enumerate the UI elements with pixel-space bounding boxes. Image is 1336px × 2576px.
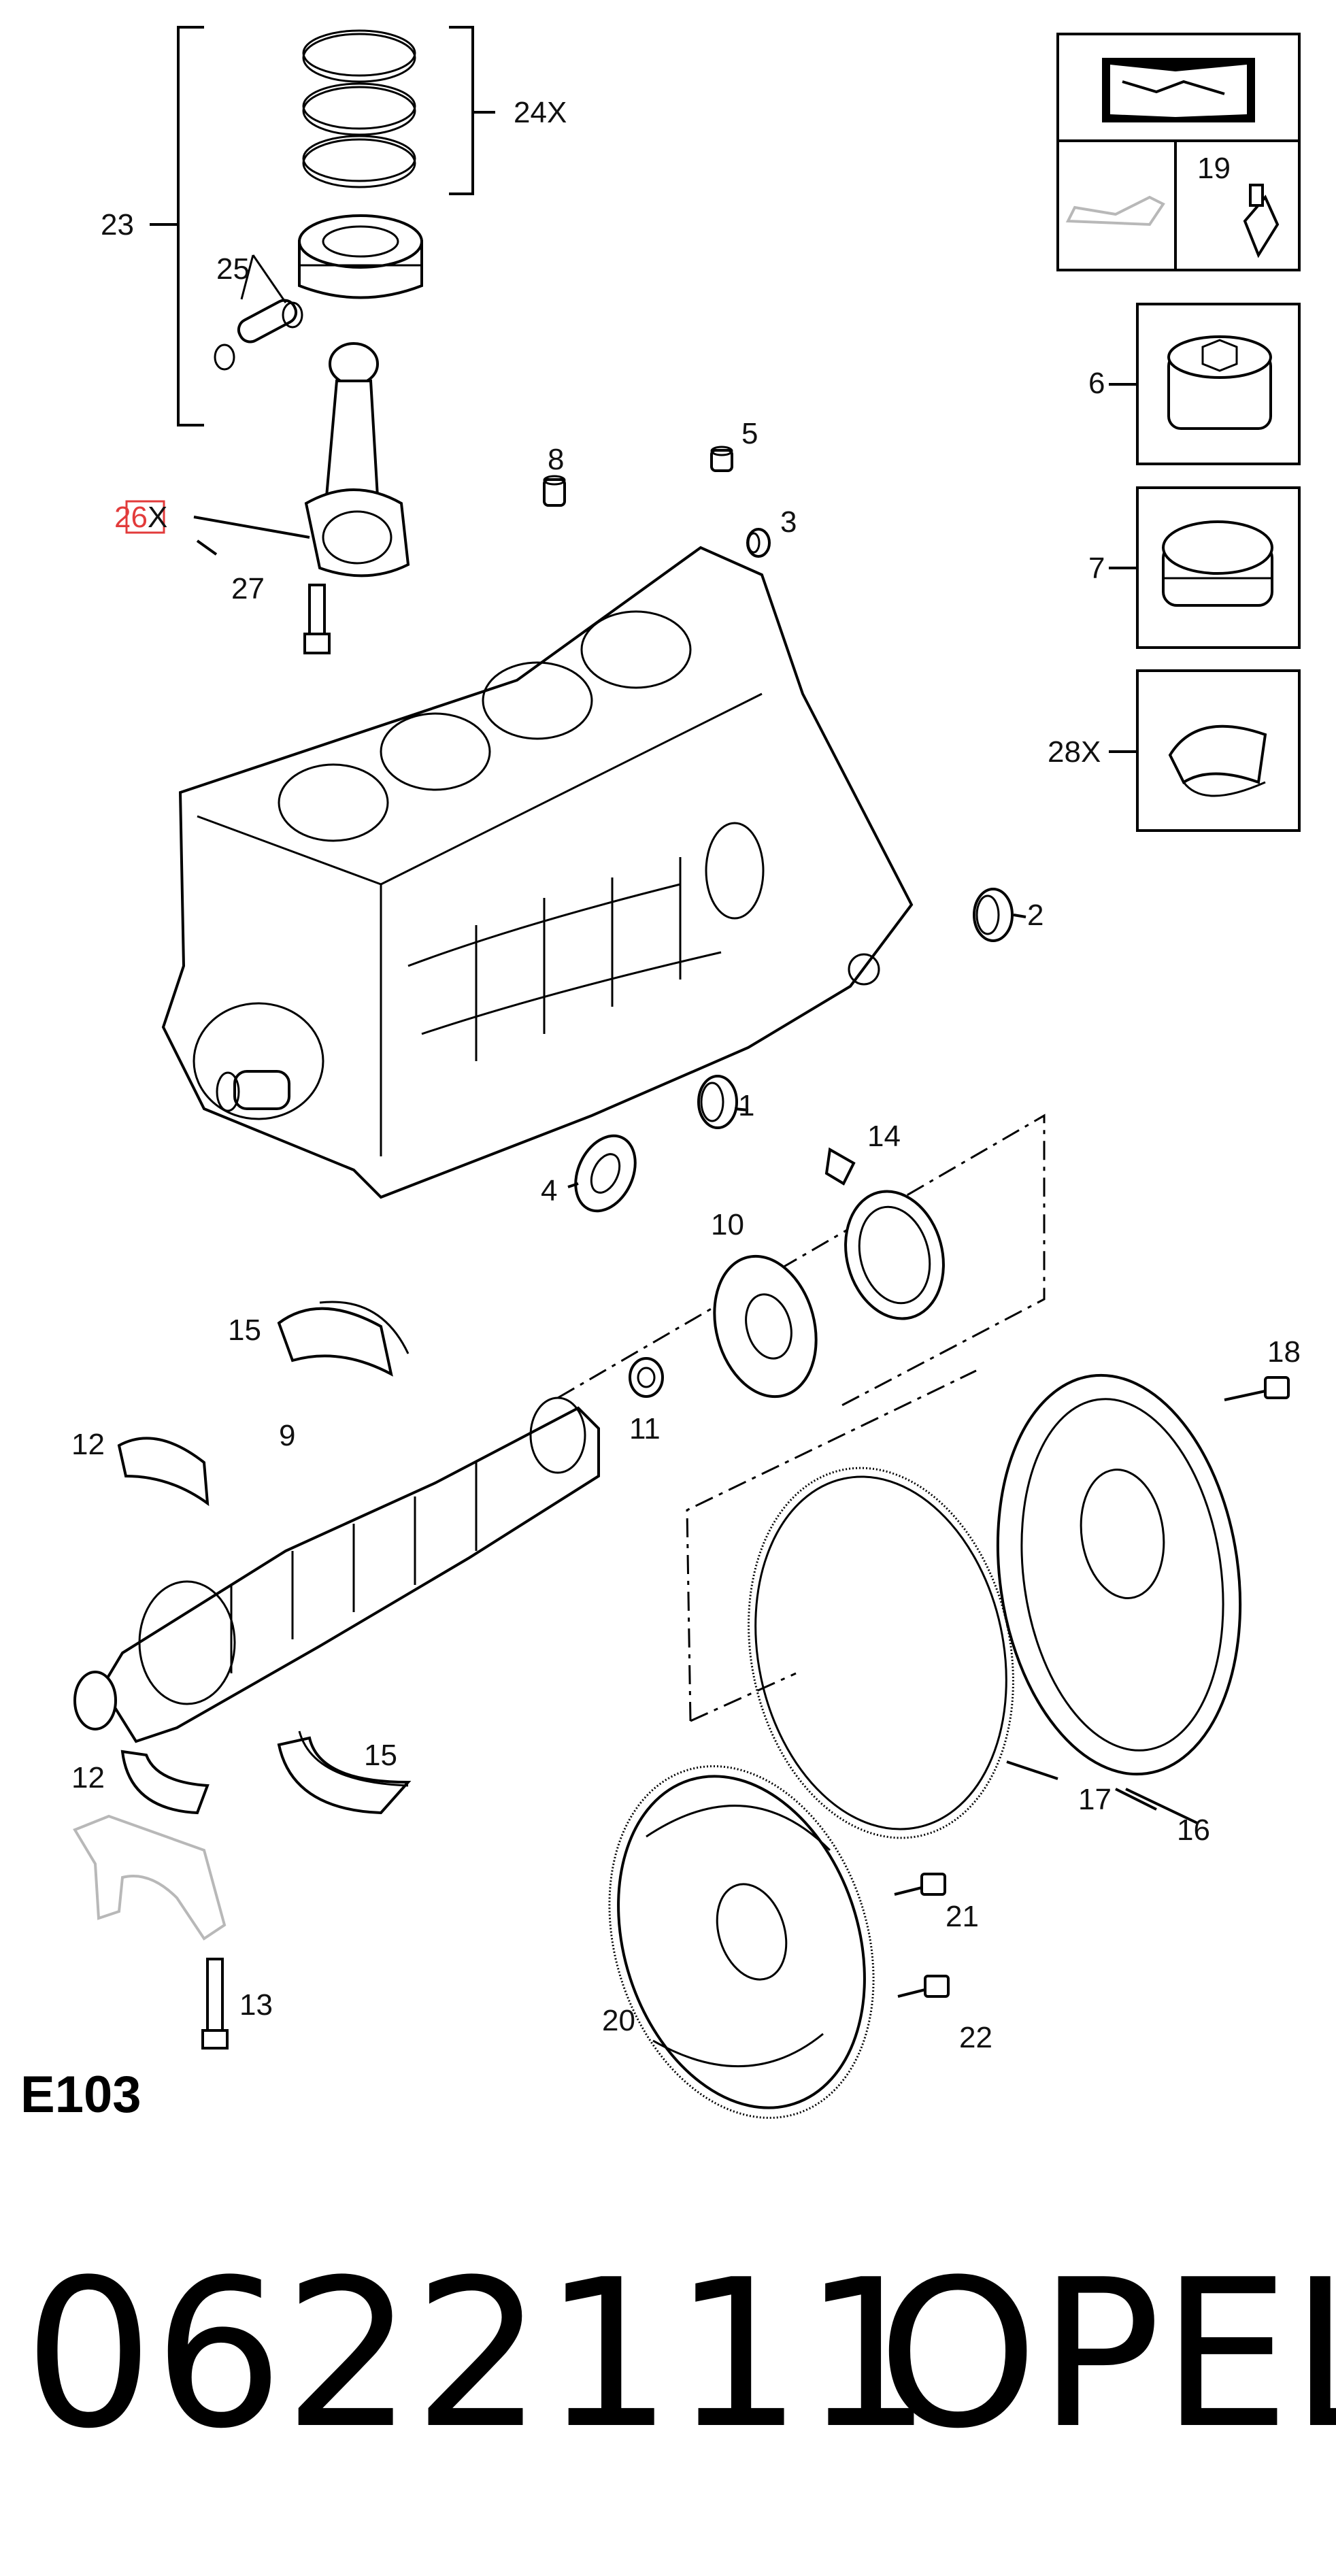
bearing-1 — [697, 1075, 738, 1129]
callout-4: 4 — [541, 1174, 557, 1207]
callout-17: 17 — [1078, 1783, 1112, 1816]
sealing-plug-icon — [1162, 520, 1273, 607]
bearing-shell-15-lower — [277, 1730, 412, 1815]
callout-11: 11 — [629, 1412, 661, 1445]
piston-pin — [214, 299, 303, 371]
callout-12-upper: 12 — [71, 1428, 105, 1461]
leader-lines — [567, 914, 1198, 1824]
cap-bolt-13 — [201, 1958, 229, 2050]
gasket-4 — [574, 1134, 637, 1213]
bearing-shell-icon — [1168, 724, 1267, 797]
callout-15-lower: 15 — [364, 1739, 397, 1772]
callout-19: 19 — [1197, 152, 1231, 185]
bearing-2 — [973, 888, 1014, 942]
socket-tool-icon — [1167, 335, 1272, 430]
bolt-22 — [897, 1975, 950, 1998]
engine-oil-icon — [1065, 195, 1165, 227]
seal-ring-14 — [844, 1190, 945, 1320]
flywheel-group — [608, 1369, 1242, 2119]
seal-group — [557, 1114, 1046, 1409]
highlight-26 — [125, 500, 165, 534]
legend-boxes — [1056, 33, 1301, 832]
callout-26x-suffix: X — [148, 501, 167, 534]
repair-manual-icon — [1102, 58, 1255, 122]
piston — [298, 214, 423, 299]
piston-ring-2 — [302, 86, 416, 136]
diagram-code: E103 — [20, 2066, 141, 2124]
plug-5 — [710, 446, 733, 472]
callout-25: 25 — [216, 252, 250, 286]
flywheel-16 — [996, 1373, 1242, 1776]
callout-23: 23 — [101, 208, 134, 241]
rod-bolt — [303, 584, 331, 654]
brand-name: OPEL — [878, 2236, 1336, 2473]
sealant-tube-icon — [1243, 184, 1280, 258]
callout-16: 16 — [1177, 1813, 1210, 1847]
plug-8 — [543, 475, 566, 507]
bearing-shell-15-upper — [277, 1301, 410, 1377]
callout-6: 6 — [1088, 367, 1105, 400]
ring-gear-17 — [748, 1467, 1014, 1839]
piston-ring-1 — [302, 33, 416, 83]
callout-2: 2 — [1027, 899, 1043, 932]
seal-carrier-10 — [713, 1254, 818, 1399]
bolt-21 — [894, 1873, 946, 1896]
callout-24x: 24X — [514, 96, 567, 129]
callout-28x: 28X — [1048, 735, 1101, 769]
callout-21: 21 — [946, 1900, 979, 1933]
callout-labels: 1 2 3 4 5 6 7 8 9 10 11 12 12 13 14 15 1… — [71, 96, 1301, 2054]
callout-26x-number: 26 — [114, 501, 148, 534]
callout-5: 5 — [741, 417, 758, 450]
callout-12-lower: 12 — [71, 1761, 105, 1794]
callout-3: 3 — [780, 505, 797, 539]
main-bearing-cap — [73, 1814, 227, 1941]
piston-ring-3 — [302, 138, 416, 188]
bushing-11 — [629, 1357, 664, 1398]
plug-3 — [746, 528, 771, 558]
callout-20: 20 — [602, 2004, 635, 2037]
engine-block — [161, 546, 914, 1199]
callout-14: 14 — [867, 1120, 901, 1153]
part-number: 0622111 — [24, 2236, 933, 2473]
bearing-shell-12-lower — [120, 1750, 210, 1815]
callout-22: 22 — [959, 2021, 992, 2054]
callout-1: 1 — [738, 1089, 754, 1122]
callout-27: 27 — [231, 572, 265, 605]
flexplate-20 — [608, 1765, 875, 2119]
callout-10: 10 — [711, 1208, 744, 1241]
callout-8: 8 — [548, 443, 564, 476]
bolt-18 — [1224, 1376, 1290, 1401]
callout-13: 13 — [239, 1988, 273, 2022]
callout-26x: 26X — [114, 501, 167, 534]
callout-15-upper: 15 — [228, 1314, 261, 1347]
bearing-shell-12-upper — [117, 1437, 210, 1507]
callout-18: 18 — [1267, 1335, 1301, 1369]
crankshaft — [73, 1396, 600, 1743]
callout-9: 9 — [279, 1419, 295, 1452]
connecting-rod — [304, 342, 410, 578]
callout-7: 7 — [1088, 552, 1105, 585]
piston-assembly — [150, 26, 495, 654]
